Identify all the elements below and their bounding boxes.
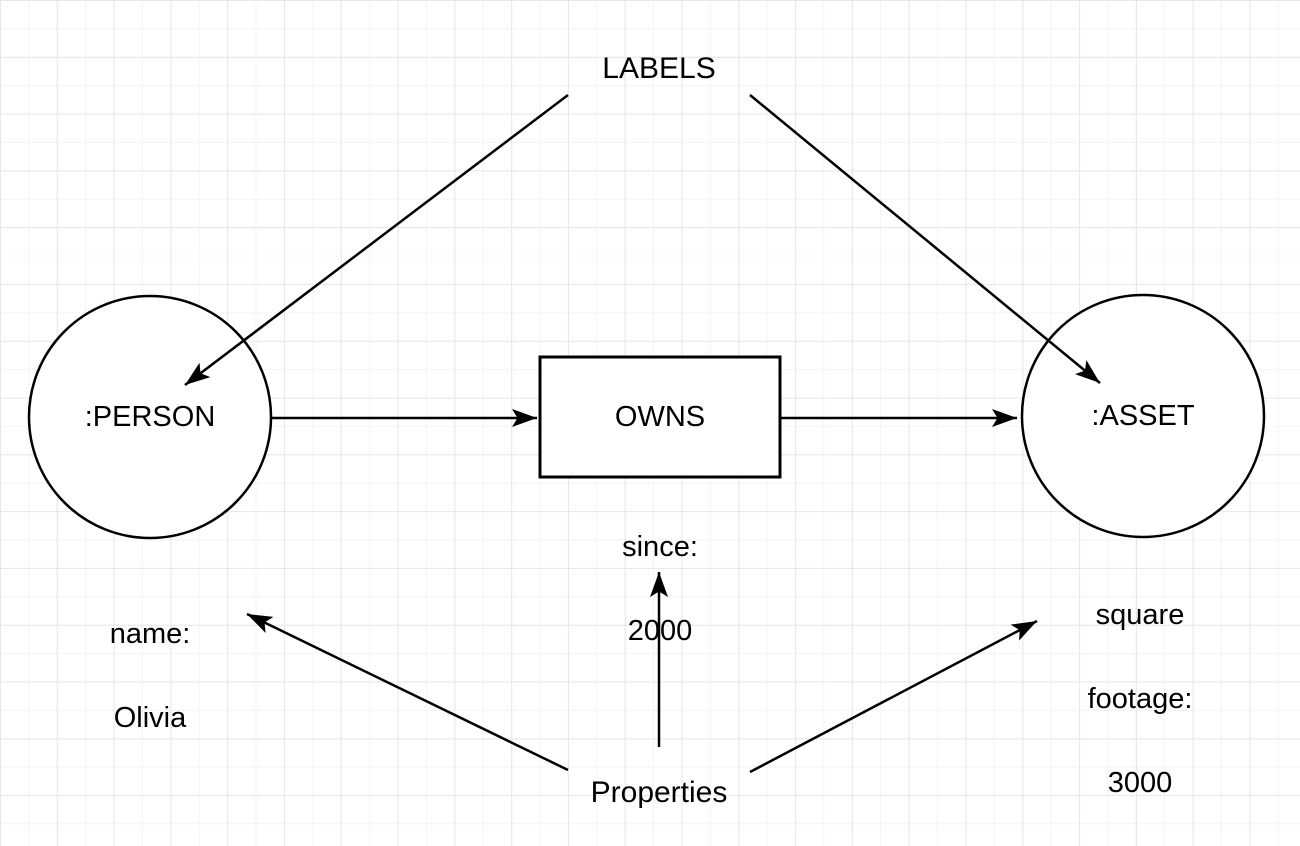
owns-property-key: since:	[622, 531, 698, 563]
edge-labels-to-asset[interactable]	[749, 94, 1101, 384]
person-node-label[interactable]: :PERSON	[84, 400, 216, 433]
person-property-key: name:	[109, 618, 191, 650]
asset-property-key-line2: footage:	[1087, 683, 1193, 715]
owns-property-value: 2000	[627, 615, 693, 647]
edge-labels-to-person[interactable]	[184, 94, 569, 386]
person-node-circle[interactable]	[27, 294, 273, 540]
asset-node-circle[interactable]	[1020, 293, 1266, 539]
owns-relationship-box[interactable]	[538, 355, 782, 479]
edge-properties-to-name[interactable]	[246, 612, 569, 772]
asset-property-annotation[interactable]: square footage: 3000	[1088, 552, 1193, 846]
asset-property-key-line1: square	[1095, 599, 1185, 631]
asset-node-label[interactable]: :ASSET	[1091, 399, 1195, 432]
edge-properties-to-footage[interactable]	[749, 619, 1038, 774]
person-property-value: Olivia	[113, 702, 187, 734]
owns-relationship-label[interactable]: OWNS	[614, 400, 706, 433]
owns-property-annotation[interactable]: since: 2000	[622, 484, 698, 694]
asset-property-value: 3000	[1107, 767, 1173, 799]
labels-title[interactable]: LABELS	[602, 52, 716, 85]
person-property-annotation[interactable]: name: Olivia	[110, 571, 191, 781]
properties-title[interactable]: Properties	[590, 776, 728, 809]
